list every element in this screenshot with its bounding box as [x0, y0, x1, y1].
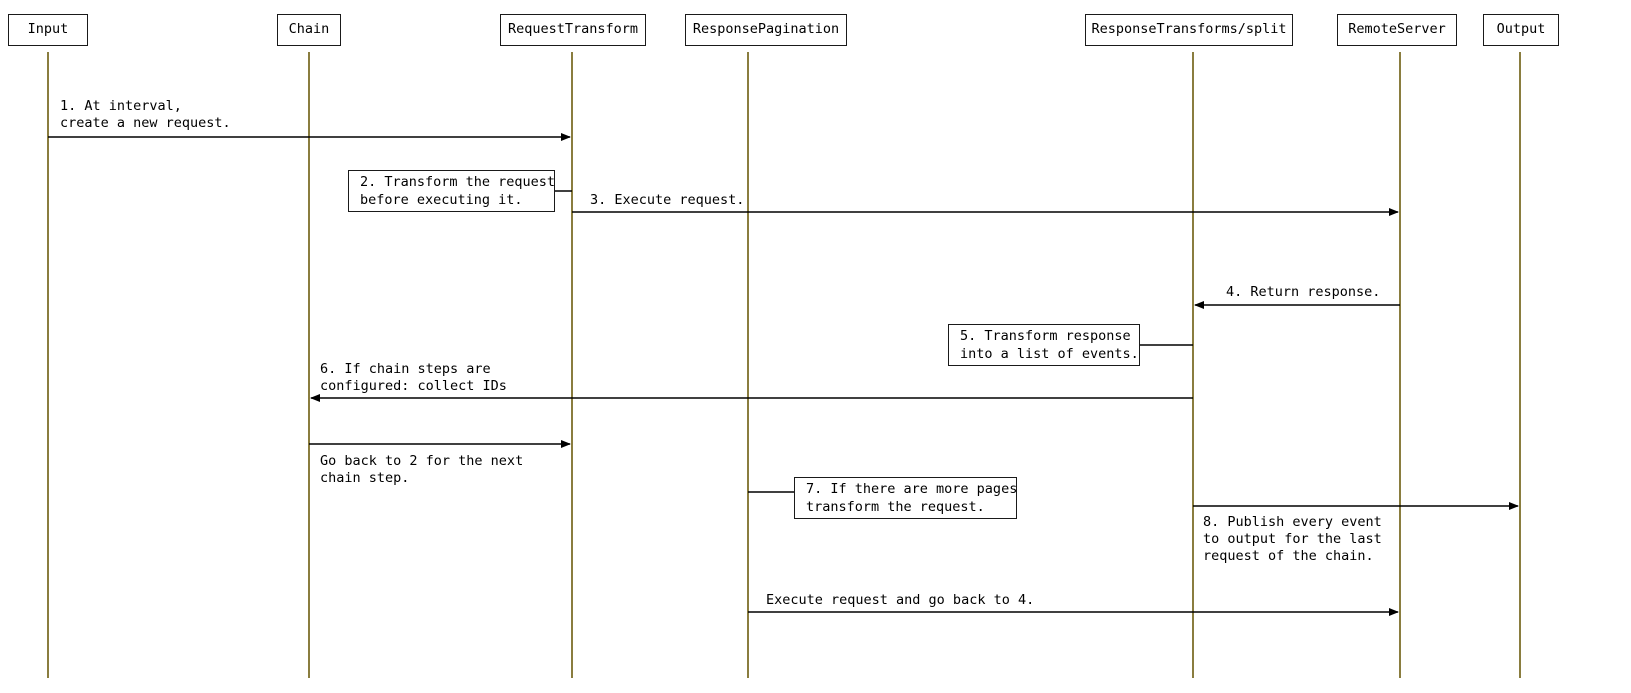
note-n2[interactable]: 2. Transform the request before executin… [348, 170, 555, 212]
participant-chain[interactable]: Chain [277, 14, 341, 46]
note-connectors-layer [555, 190, 1193, 493]
participant-output[interactable]: Output [1483, 14, 1559, 46]
participant-label: ResponsePagination [692, 21, 840, 38]
participant-label: RemoteServer [1348, 21, 1446, 38]
participant-label: ResponseTransforms/split [1091, 21, 1287, 38]
participant-resptrans[interactable]: ResponseTransforms/split [1085, 14, 1293, 46]
participant-reqtrans[interactable]: RequestTransform [500, 14, 646, 46]
participant-label: Input [27, 21, 69, 38]
message-label-m3: 3. Execute request. [590, 192, 745, 208]
message-label-m9: Execute request and go back to 4. [766, 592, 1035, 608]
message-label-m8: 8. Publish every event to output for the… [1203, 514, 1382, 564]
participant-remote[interactable]: RemoteServer [1337, 14, 1457, 46]
message-label-m1: 1. At interval, create a new request. [60, 98, 231, 131]
message-label-m6: 6. If chain steps are configured: collec… [320, 361, 507, 394]
participant-label: Chain [288, 21, 330, 38]
message-label-m4: 4. Return response. [1226, 284, 1381, 300]
note-text: 5. Transform response into a list of eve… [960, 328, 1139, 362]
note-text: 7. If there are more pages transform the… [806, 481, 1018, 515]
participant-resppage[interactable]: ResponsePagination [685, 14, 847, 46]
message-label-m6b: Go back to 2 for the next chain step. [320, 453, 524, 486]
participant-label: Output [1496, 21, 1546, 38]
participant-label: RequestTransform [507, 21, 639, 38]
note-n5[interactable]: 5. Transform response into a list of eve… [948, 324, 1140, 366]
note-text: 2. Transform the request before executin… [360, 174, 556, 208]
lifelines-layer [47, 52, 1521, 678]
participant-input[interactable]: Input [8, 14, 88, 46]
note-n7[interactable]: 7. If there are more pages transform the… [794, 477, 1017, 519]
message-arrows-layer [48, 133, 1519, 616]
